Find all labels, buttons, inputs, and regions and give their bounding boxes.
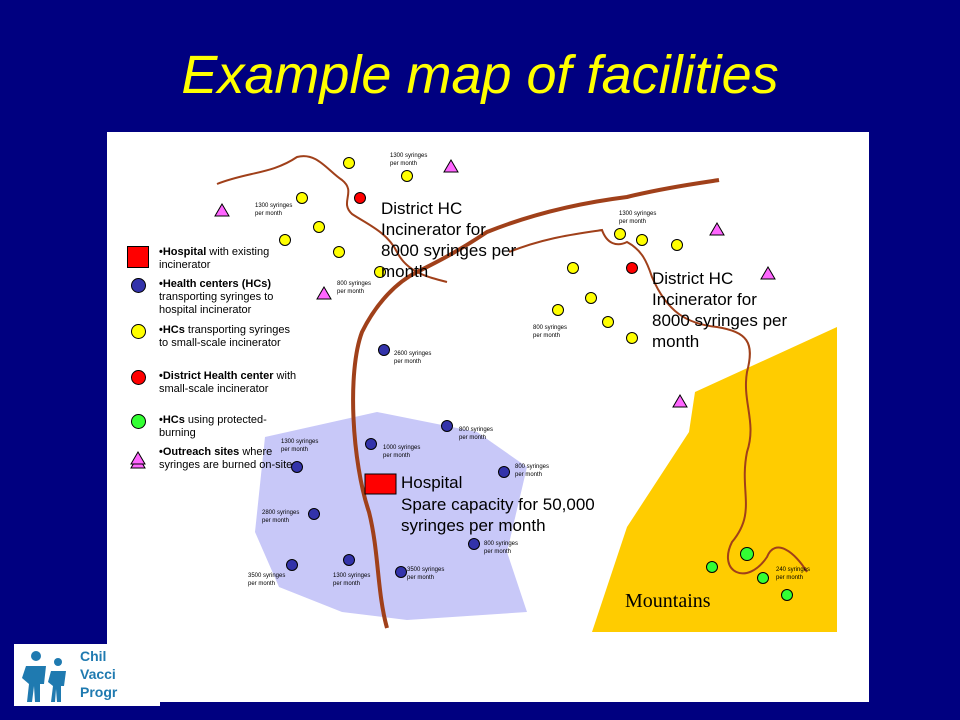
hospital-capacity-label: Spare capacity for 50,000 syringes per m… [401,495,595,535]
hospital-marker [364,473,397,495]
legend-bold: •Health centers (HCs) [159,278,272,290]
logo-text-line2: Vacci [80,666,116,682]
legend-text: with existing incinerator [159,246,270,271]
hospital-title-label: Hospital [401,473,463,492]
syringe-label: 3500 syringes per month [407,567,445,581]
legend-text: using protected-burning [159,414,267,439]
legend-bold: •HCs [159,414,185,426]
syringe-label: 2600 syringes per month [394,351,432,365]
syringe-label: 800 syringes per month [515,464,550,478]
organization-logo: Chil Vacci Progr [14,644,160,706]
legend-text: with small-scale incinerator [159,370,297,395]
syringe-label: 240 syringes per month [776,567,811,581]
yellow-circle-icon [131,324,146,339]
slide-title: Example map of facilities [181,45,779,105]
river-north [216,155,448,283]
red-circle-icon [131,370,146,385]
outreach-markers [130,159,776,469]
syringe-label: 1300 syringes per month [390,153,428,167]
syringe-label: 1300 syringes per month [281,439,319,453]
legend-text: transporting syringes to hospital incine… [159,291,274,316]
blue-circle-icon [131,278,146,293]
syringe-label: 1300 syringes per month [619,211,657,225]
river-east [508,228,808,575]
logo-text-line1: Chil [80,648,107,664]
district-hc-label-west: District HC Incinerator for 8000 syringe… [381,199,517,281]
legend-bold: •Outreach sites [159,446,240,458]
syringe-label: 800 syringes per month [533,325,568,339]
facility-map: •Hospital with existing incinerator •Hea… [107,132,869,702]
syringe-label: 3500 syringes per month [248,573,286,587]
river-main [351,178,720,629]
map-canvas [130,155,837,632]
hospital-catchment-area [255,412,527,620]
hc-yellow-markers [279,157,683,344]
district-hc-markers [354,192,638,274]
red-square-icon [127,246,149,268]
syringe-label: 800 syringes per month [484,541,519,555]
syringe-label: 2800 syringes per month [262,510,300,524]
pink-triangle-icon [130,451,146,465]
mountains-label: Mountains [625,590,711,612]
children-logo-icon [22,651,66,702]
syringe-label: 1300 syringes per month [255,203,293,217]
syringe-label: 1300 syringes per month [333,573,371,587]
hc-green-markers [706,547,793,601]
legend-bold: •Hospital [159,246,207,258]
syringe-label: 800 syringes per month [337,281,372,295]
hc-blue-markers [286,344,510,578]
syringe-label: 1000 syringes per month [383,445,421,459]
syringe-label: 800 syringes per month [459,427,494,441]
legend-bold: •HCs [159,324,185,336]
logo-text-line3: Progr [80,684,118,700]
mountains-region [592,327,837,632]
legend-text: transporting syringes to small-scale inc… [159,324,291,349]
green-circle-icon [131,414,146,429]
legend-text: where syringes are burned on-site [159,446,293,471]
district-hc-label-east: District HC Incinerator for 8000 syringe… [652,269,788,351]
legend-bold: •District Health center [159,370,274,382]
